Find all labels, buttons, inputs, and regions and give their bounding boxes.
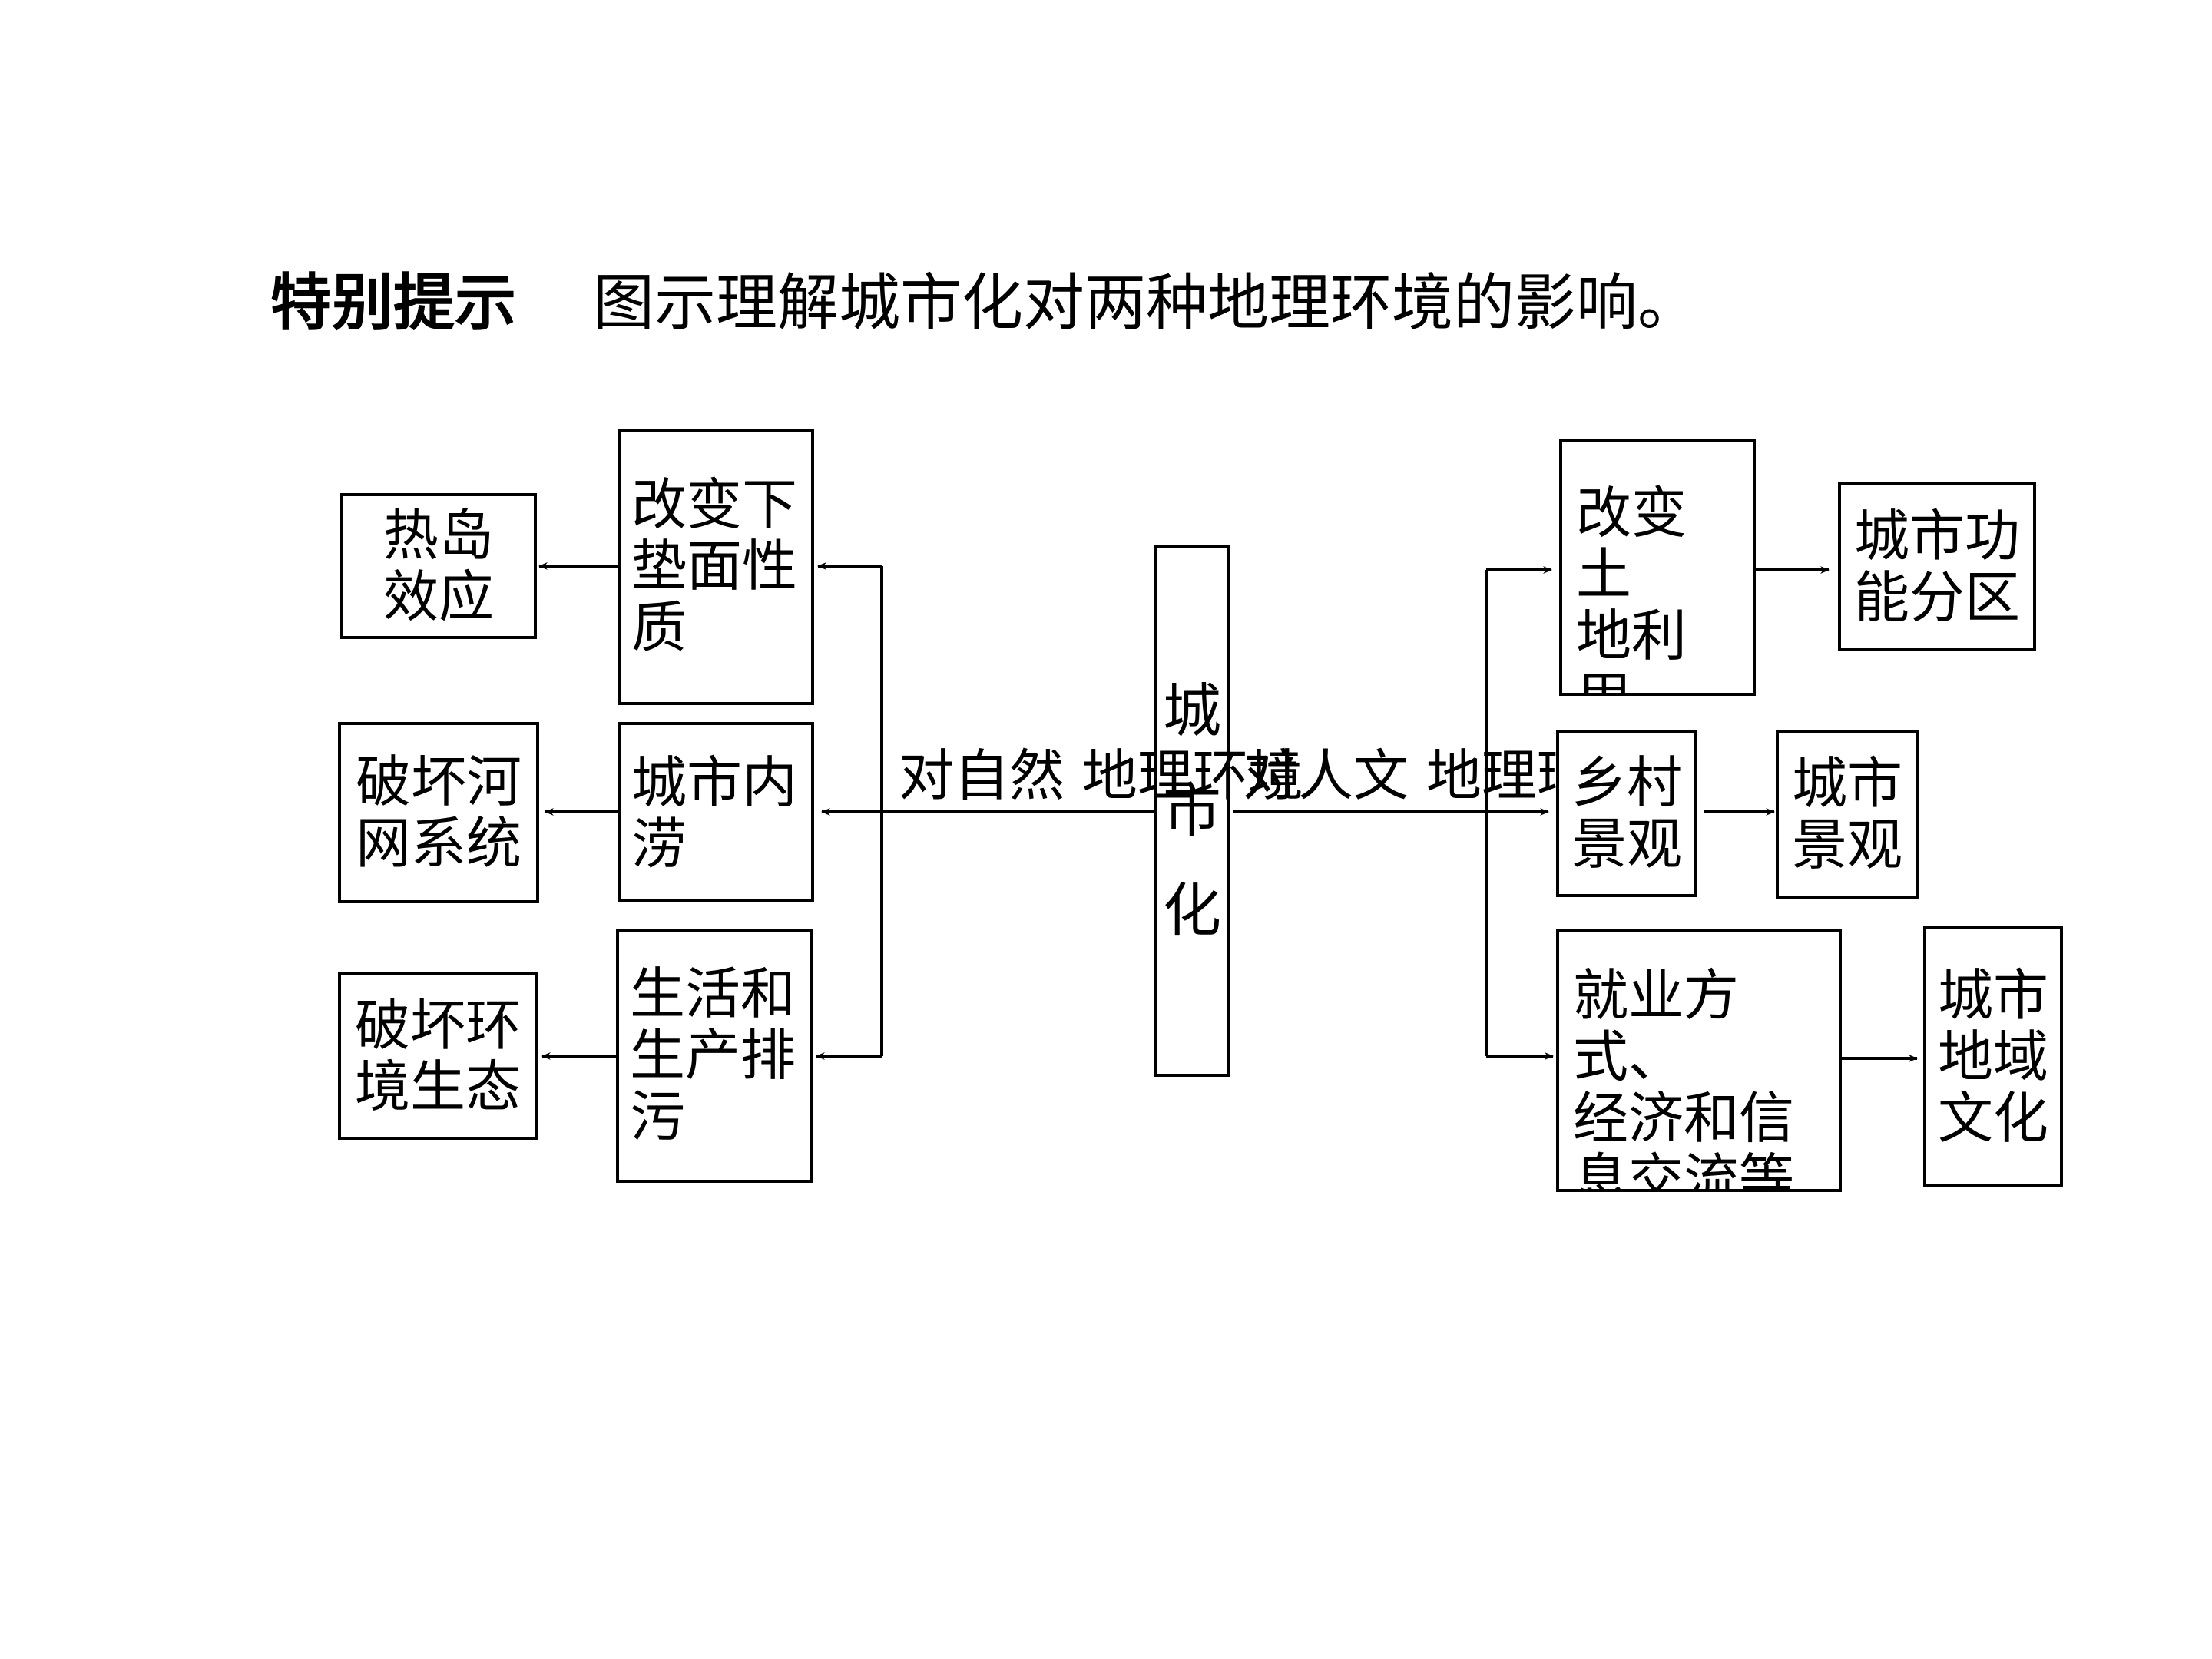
- natural-cause-1: 改变下 垫面性 质: [618, 429, 814, 705]
- human-edge-label: 对人文 地理环境: [1243, 743, 1647, 808]
- natural-effect-3: 破坏环 境生态: [338, 972, 538, 1140]
- urbanization-box: 城 市 化: [1154, 545, 1230, 1077]
- natural-cause-3: 生活和 生产排 污: [616, 929, 813, 1183]
- human-effect-1: 城市功 能分区: [1838, 482, 2036, 651]
- human-cause-1: 改变土 地利用 方式: [1559, 439, 1756, 696]
- page-heading: 特别提示 图示理解城市化对两种地理环境的影响。: [270, 265, 1699, 342]
- natural-cause-2: 城市内 涝: [618, 722, 814, 902]
- heading-text: 图示理解城市化对两种地理环境的影响。: [593, 267, 1699, 339]
- human-cause-2: 乡村 景观: [1556, 730, 1697, 897]
- natural-edge-label: 对自然 地理环境: [899, 743, 1303, 808]
- heading-label: 特别提示: [270, 267, 516, 339]
- human-cause-3: 就业方式、 经济和信 息交流等: [1556, 929, 1842, 1192]
- natural-effect-1: 热岛 效应: [340, 493, 537, 639]
- human-effect-2: 城市 景观: [1776, 730, 1919, 899]
- natural-effect-2: 破坏河 网系统: [338, 722, 539, 903]
- human-effect-3: 城市 地域 文化: [1923, 926, 2063, 1187]
